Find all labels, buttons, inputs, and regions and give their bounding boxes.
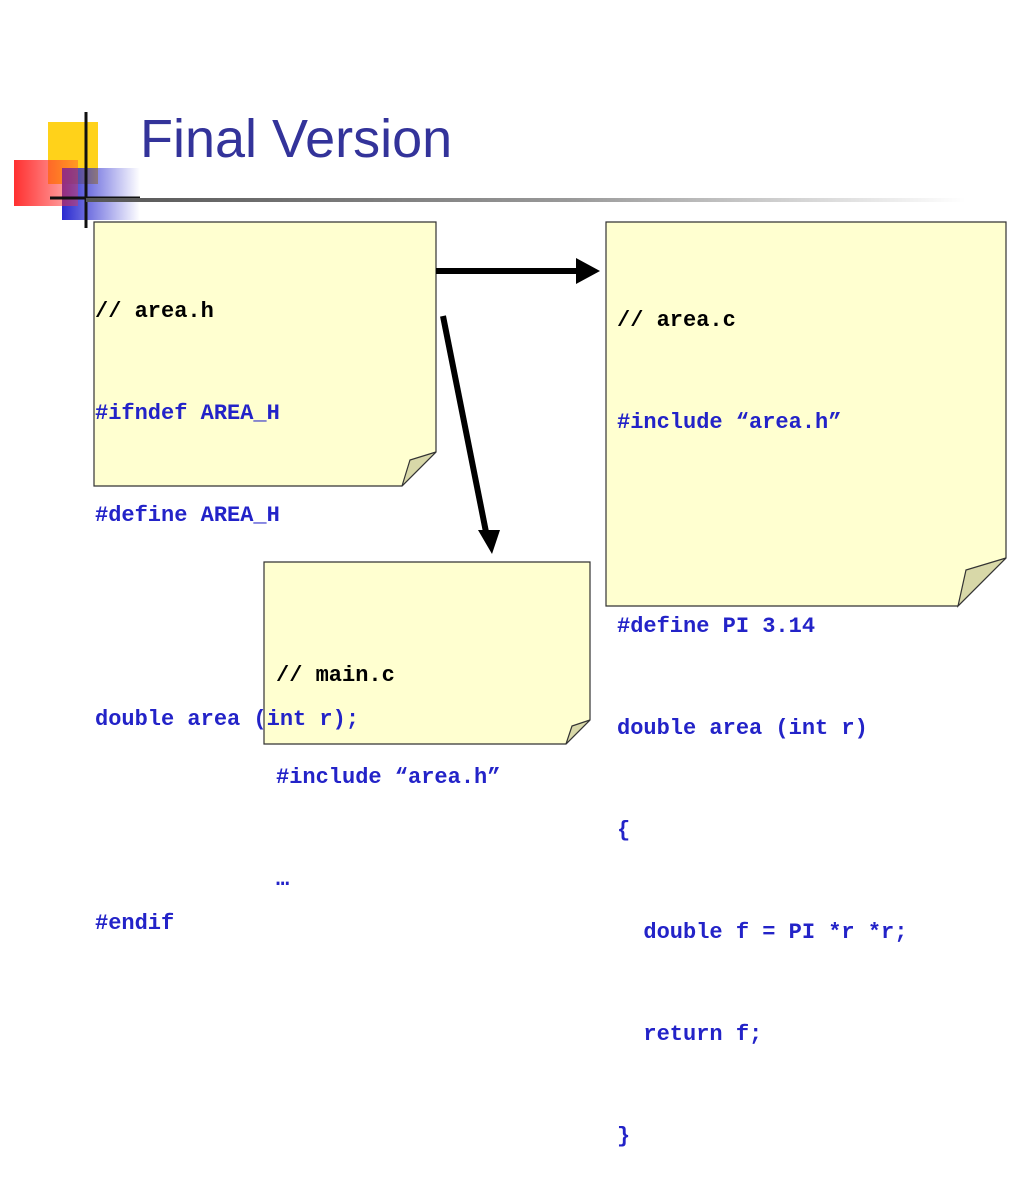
code-line: … [276,867,290,892]
slide-title: Final Version [140,109,453,169]
code-line: // area.c [617,308,736,333]
arrow-to-area-c [436,258,600,284]
code-line: { [617,818,631,843]
code-note-area-c: // area.c #include “area.h” #define PI 3… [617,236,907,1188]
corner-decoration [14,112,140,228]
arrow-to-main-c [440,315,500,554]
code-line: // area.h [95,299,214,324]
code-line: #include “area.h” [276,765,501,790]
code-line: return f; [617,1022,763,1047]
code-note-main-c: // main.c #include “area.h” … [276,591,500,931]
note-paper-area-c [605,221,1007,608]
slide-graphics [14,112,1007,745]
code-line: #include “area.h” [617,410,842,435]
code-line: double area (int r); [95,707,360,732]
code-line: // main.c [276,663,395,688]
code-line: double f = PI *r *r; [617,920,908,945]
code-line: #ifndef AREA_H [95,401,280,426]
code-line: #define AREA_H [95,503,280,528]
note-paper-main-c [263,561,591,745]
code-line [617,508,907,542]
title-underline [86,198,966,202]
note-paper-area-h [93,221,437,487]
code-line: } [617,1124,631,1149]
code-line: #define PI 3.14 [617,614,816,639]
code-line: double area (int r) [617,716,868,741]
